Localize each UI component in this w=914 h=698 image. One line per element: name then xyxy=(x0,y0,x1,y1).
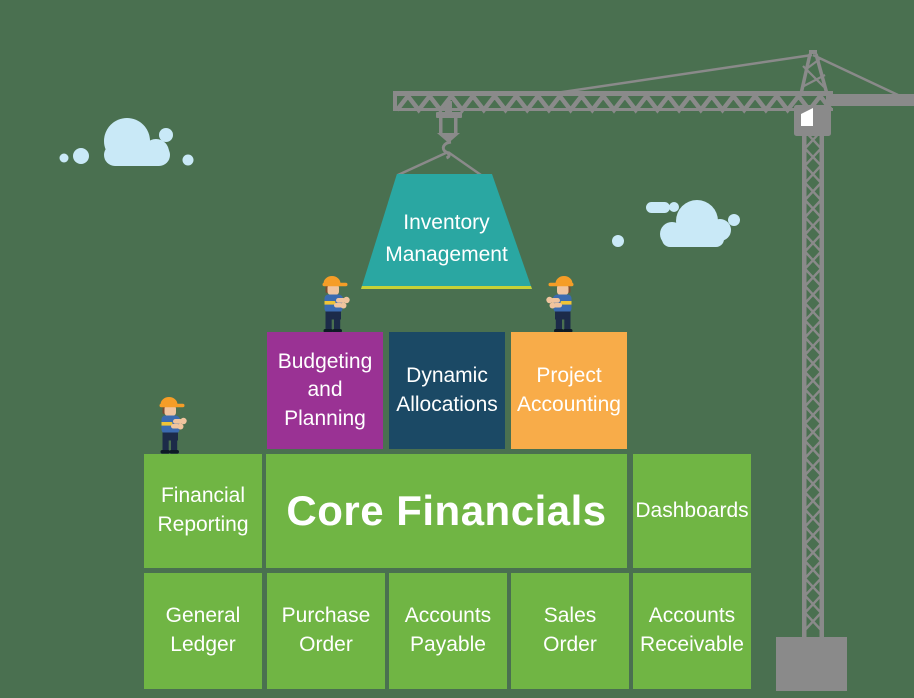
cloud-icon xyxy=(59,118,194,166)
crane-hook-block xyxy=(437,133,460,143)
block-label-line: General xyxy=(165,604,241,628)
block-core-financials: Core Financials xyxy=(266,454,627,568)
crane-tie-cable-left xyxy=(555,53,813,95)
crane-counter-jib xyxy=(826,94,914,106)
crane-mast-rail-right xyxy=(819,111,824,639)
block-label-line: Accounts xyxy=(404,604,492,628)
block-purchase-order: Purchase Order xyxy=(267,573,385,689)
block-budgeting-and-planning: Budgeting and Planning xyxy=(267,332,383,449)
crane-mast-rail-left xyxy=(802,111,807,639)
block-dashboards: Dashboards xyxy=(633,454,751,568)
block-label-line: Project xyxy=(536,363,602,387)
crane-jib-end-post xyxy=(393,91,397,111)
tower-crane-icon xyxy=(393,50,914,691)
block-label-line: Order xyxy=(299,633,353,656)
block-accounts-receivable: Accounts Receivable xyxy=(633,573,751,689)
block-label-line: Planning xyxy=(284,406,366,430)
crane-mast-lattice xyxy=(804,113,822,631)
block-accounts-payable: Accounts Payable xyxy=(389,573,507,689)
crane-trolley-bar xyxy=(436,112,462,118)
block-label-line: Sales xyxy=(543,604,597,628)
construction-worker-icon xyxy=(322,276,350,333)
block-financial-reporting: Financial Reporting xyxy=(144,454,262,568)
block-label-line: Dynamic xyxy=(406,363,488,387)
block-label-line: Receivable xyxy=(640,633,744,656)
construction-worker-icon xyxy=(159,397,187,454)
sling-cable-right xyxy=(447,150,482,177)
block-project-accounting: Project Accounting xyxy=(511,332,627,449)
block-label-line: Allocations xyxy=(396,392,498,416)
block-label-line: Accounting xyxy=(517,392,621,416)
construction-worker-icon xyxy=(546,276,574,333)
block-label-line: Inventory xyxy=(403,211,490,234)
block-sales-order: Sales Order xyxy=(511,573,629,689)
crane-cab-window xyxy=(801,108,813,126)
sling-cable-left xyxy=(397,150,449,177)
block-label-line: and xyxy=(307,378,343,402)
crane-jib-top-chord xyxy=(393,91,833,96)
block-label-line: Ledger xyxy=(170,633,236,656)
block-label-line: Financial xyxy=(160,484,246,508)
block-label-line: Accounts xyxy=(648,604,736,628)
cloud-icon xyxy=(612,200,740,247)
block-label-line: Payable xyxy=(410,633,486,656)
block-label-line: Purchase xyxy=(281,604,371,628)
block-dynamic-allocations: Dynamic Allocations xyxy=(389,332,505,449)
block-general-ledger: General Ledger xyxy=(144,573,262,689)
block-label-line: Core Financials xyxy=(286,487,607,535)
block-label-line: Order xyxy=(543,633,597,656)
crane-trolley xyxy=(445,101,452,113)
crane-hoist-rope-right xyxy=(454,118,458,133)
crane-apex xyxy=(799,50,829,95)
crane-tie-cable-right xyxy=(812,53,899,97)
block-label-line: Dashboards xyxy=(635,498,749,522)
crane-hook-icon xyxy=(441,140,452,160)
block-label-line: Reporting xyxy=(157,513,249,536)
crane-base xyxy=(776,637,847,691)
block-label-line: Management xyxy=(385,242,508,266)
crane-jib-lattice xyxy=(395,92,833,114)
crane-hoist-rope-left xyxy=(439,118,443,133)
block-label-line: Budgeting xyxy=(277,349,373,373)
